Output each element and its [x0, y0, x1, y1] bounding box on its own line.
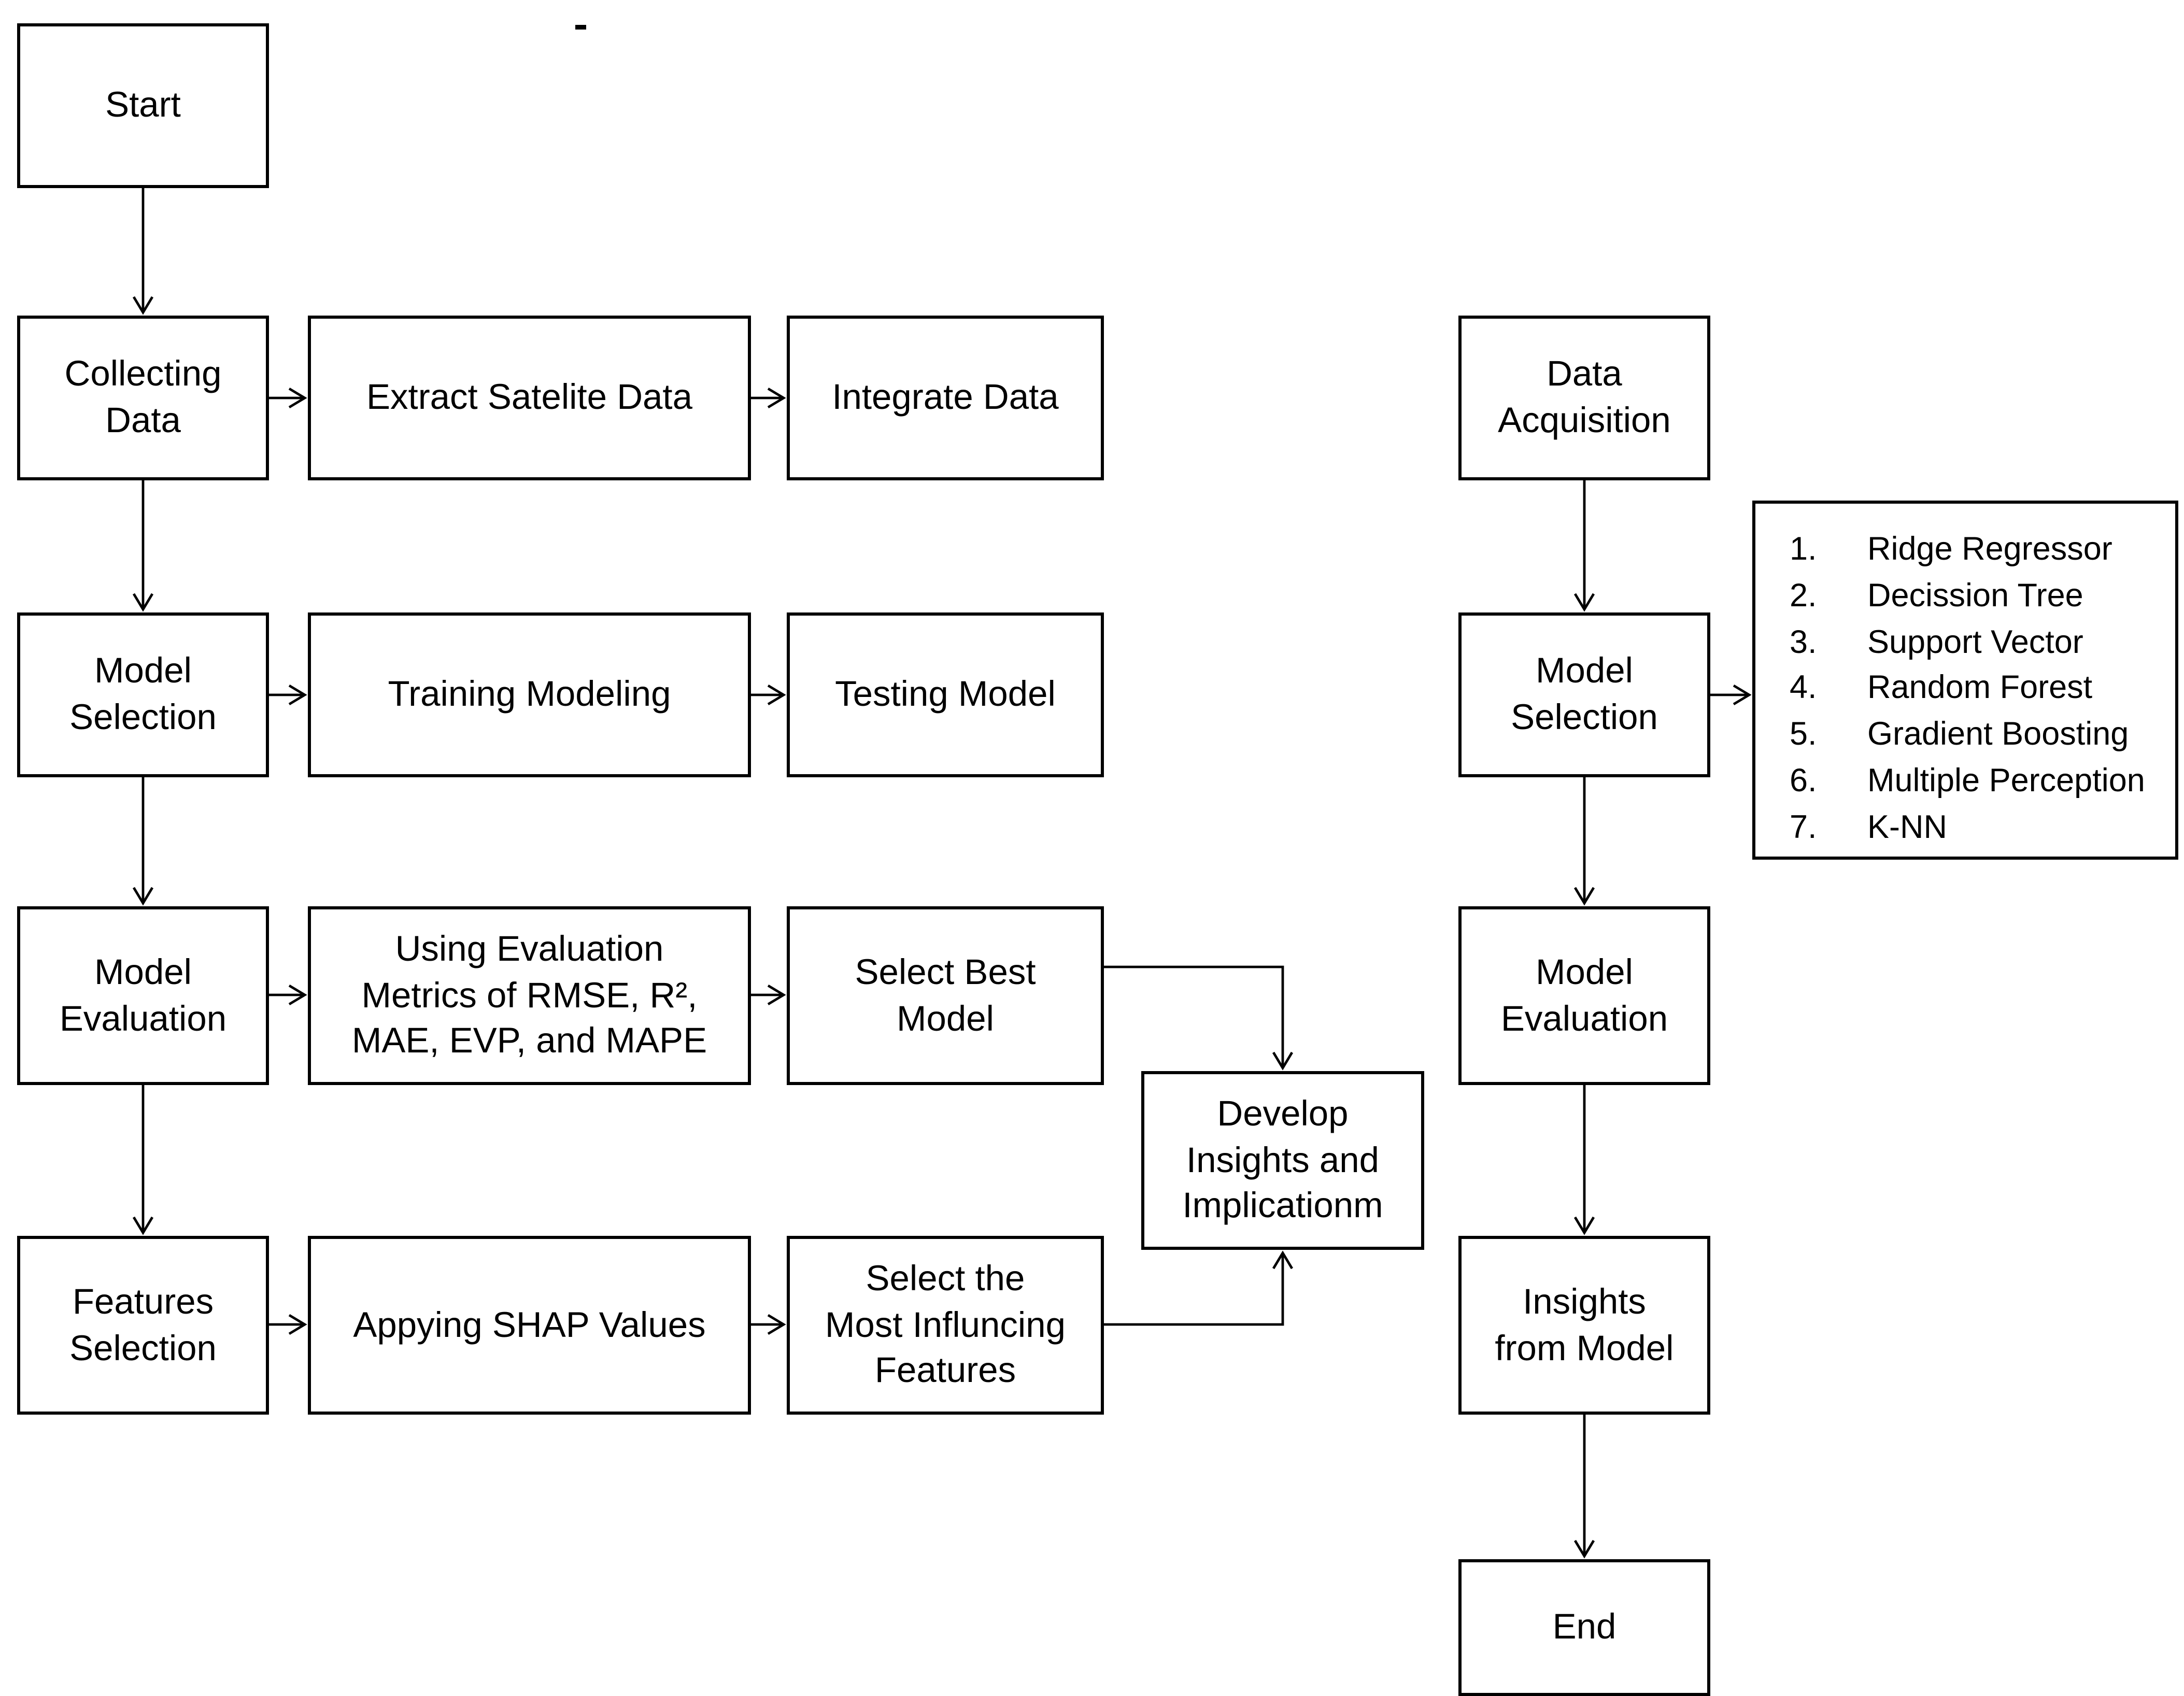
node-model-evaluation-right: Model Evaluation — [1458, 906, 1710, 1085]
list-item-number: 7. — [1790, 809, 1817, 846]
node-start: Start — [17, 23, 269, 188]
list-item-number: 4. — [1790, 671, 1817, 707]
node-data-acquisition: Data Acquisition — [1458, 316, 1710, 480]
node-end: End — [1458, 1559, 1710, 1696]
node-training-modeling: Training Modeling — [308, 612, 751, 777]
list-item: 3. Support Vector — [1790, 620, 2163, 666]
list-item-label: Support Vector — [1867, 624, 2083, 660]
model-list-box: 1. Ridge Regressor 2. Decission Tree 3. … — [1752, 501, 2178, 860]
list-item-number: 6. — [1790, 763, 1817, 800]
list-item-label: Ridge Regressor — [1867, 532, 2112, 567]
node-develop-insights: Develop Insights and Implicationm — [1141, 1071, 1424, 1250]
list-item: 1. Ridge Regressor — [1790, 527, 2163, 573]
node-model-selection-left: Model Selection — [17, 612, 269, 777]
node-model-selection-right: Model Selection — [1458, 612, 1710, 777]
node-applying-shap-values: Appying SHAP Values — [308, 1236, 751, 1415]
list-item: 7. K-NN — [1790, 805, 2163, 851]
list-item-number: 5. — [1790, 717, 1817, 753]
node-select-influencing-features: Select the Most Influncing Features — [787, 1236, 1104, 1415]
node-testing-model: Testing Model — [787, 612, 1104, 777]
list-item-label: Gradient Boosting — [1867, 717, 2129, 753]
node-select-best-model: Select Best Model — [787, 906, 1104, 1085]
list-item-number: 1. — [1790, 532, 1817, 567]
list-item-label: Multiple Perception — [1867, 763, 2145, 800]
node-collecting-data: Collecting Data — [17, 316, 269, 480]
list-item: 2. Decission Tree — [1790, 573, 2163, 619]
node-insights-from-model: Insights from Model — [1458, 1236, 1710, 1415]
list-item: 6. Multiple Perception — [1790, 759, 2163, 805]
list-item: 5. Gradient Boosting — [1790, 712, 2163, 759]
node-integrate-data: Integrate Data — [787, 316, 1104, 480]
list-item: 4. Random Forest — [1790, 666, 2163, 712]
node-extract-satellite-data: Extract Satelite Data — [308, 316, 751, 480]
node-features-selection: Features Selection — [17, 1236, 269, 1415]
list-item-label: Decission Tree — [1867, 578, 2083, 614]
list-item-label: K-NN — [1867, 809, 1948, 846]
list-item-label: Random Forest — [1867, 671, 2093, 707]
node-model-evaluation-left: Model Evaluation — [17, 906, 269, 1085]
connector-selectinfluencing-to-develop — [1104, 1250, 1294, 1326]
stray-mark — [575, 25, 586, 30]
list-item-number: 2. — [1790, 578, 1817, 614]
node-evaluation-metrics: Using Evaluation Metrics of RMSE, R², MA… — [308, 906, 751, 1085]
connector-selectbest-to-develop — [1104, 965, 1294, 1071]
list-item-number: 3. — [1790, 624, 1817, 660]
